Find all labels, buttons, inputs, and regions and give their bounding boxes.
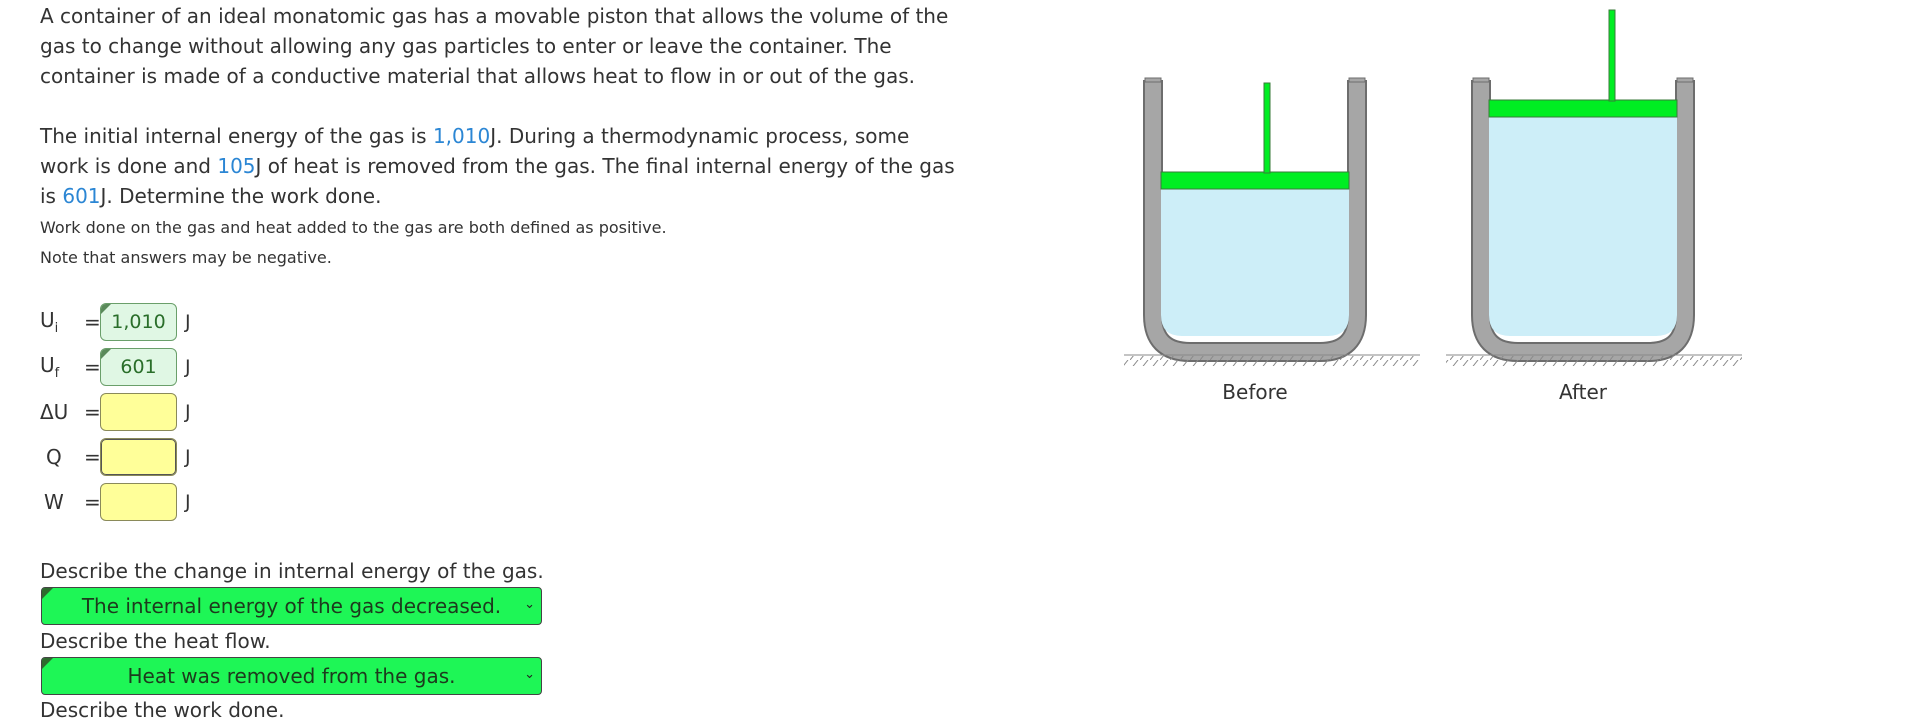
equals-sign: = <box>84 400 101 424</box>
heat-flow-question: Describe the heat flow. <box>40 629 271 653</box>
given-heat: 105 <box>217 154 256 178</box>
equation-symbol: Uf <box>40 353 84 381</box>
symbol-subscript: i <box>54 321 59 336</box>
unit-label: J <box>185 311 191 333</box>
unit-label: J <box>185 491 191 513</box>
sign-convention-note: Work done on the gas and heat added to t… <box>40 218 667 237</box>
before-piston <box>1160 171 1350 190</box>
before-gas <box>1161 188 1349 336</box>
uf-input[interactable]: 601 <box>100 348 177 386</box>
text-segment: J. During a thermodynamic process, some … <box>40 124 910 178</box>
energy-change-select[interactable]: The internal energy of the gas decreased… <box>41 587 542 625</box>
symbol-text: U <box>40 308 55 332</box>
given-initial-energy: 1,010 <box>432 124 491 148</box>
delta-u-input[interactable] <box>100 393 177 431</box>
text-segment: J. Determine the work done. <box>100 184 382 208</box>
equation-symbol: Ui <box>40 308 84 336</box>
before-label: Before <box>1222 380 1288 404</box>
selected-option: Heat was removed from the gas. <box>127 664 456 688</box>
energy-change-question: Describe the change in internal energy o… <box>40 559 544 583</box>
equation-row-delta-u: ΔU = J <box>40 392 191 432</box>
w-input[interactable] <box>100 483 177 521</box>
equation-symbol: W <box>40 490 84 514</box>
after-container <box>1446 9 1742 366</box>
unit-label: J <box>185 401 191 423</box>
equation-symbol: ΔU <box>40 400 84 424</box>
symbol-text: W <box>44 490 64 514</box>
given-final-energy: 601 <box>62 184 101 208</box>
piston-diagram: Before After <box>1120 0 1760 404</box>
equation-symbol: Q <box>40 445 84 469</box>
problem-intro: A container of an ideal monatomic gas ha… <box>40 4 949 88</box>
equation-row-w: W = J <box>40 482 191 522</box>
heat-flow-select[interactable]: Heat was removed from the gas. ⌄ <box>41 657 542 695</box>
unit-label: J <box>185 356 191 378</box>
symbol-text: U <box>40 353 55 377</box>
symbol-subscript: f <box>54 366 60 381</box>
equals-sign: = <box>84 490 101 514</box>
after-label: After <box>1558 380 1608 404</box>
equation-row-q: Q = J <box>40 437 191 477</box>
equation-row-uf: Uf = 601 J <box>40 347 191 387</box>
after-piston-rod <box>1608 9 1616 102</box>
after-gas <box>1489 117 1677 336</box>
negative-answer-note: Note that answers may be negative. <box>40 248 332 267</box>
equals-sign: = <box>84 445 101 469</box>
after-piston <box>1488 99 1678 118</box>
q-input[interactable] <box>100 438 177 476</box>
before-container <box>1124 77 1420 366</box>
selected-option: The internal energy of the gas decreased… <box>81 594 502 618</box>
chevron-down-icon: ⌄ <box>524 597 535 612</box>
text-segment: J of heat is removed from the gas. The f… <box>40 154 955 208</box>
equals-sign: = <box>84 310 101 334</box>
equals-sign: = <box>84 355 101 379</box>
ui-input[interactable]: 1,010 <box>100 303 177 341</box>
problem-question: The initial internal energy of the gas i… <box>40 121 960 211</box>
symbol-text: ΔU <box>40 400 69 424</box>
chevron-down-icon: ⌄ <box>524 667 535 682</box>
text-segment: The initial internal energy of the gas i… <box>40 124 433 148</box>
symbol-text: Q <box>46 445 62 469</box>
piston-figure-svg <box>1124 9 1742 366</box>
before-piston-rod <box>1263 82 1271 174</box>
unit-label: J <box>185 446 191 468</box>
equation-row-ui: Ui = 1,010 J <box>40 302 191 342</box>
work-done-question: Describe the work done. <box>40 698 285 722</box>
